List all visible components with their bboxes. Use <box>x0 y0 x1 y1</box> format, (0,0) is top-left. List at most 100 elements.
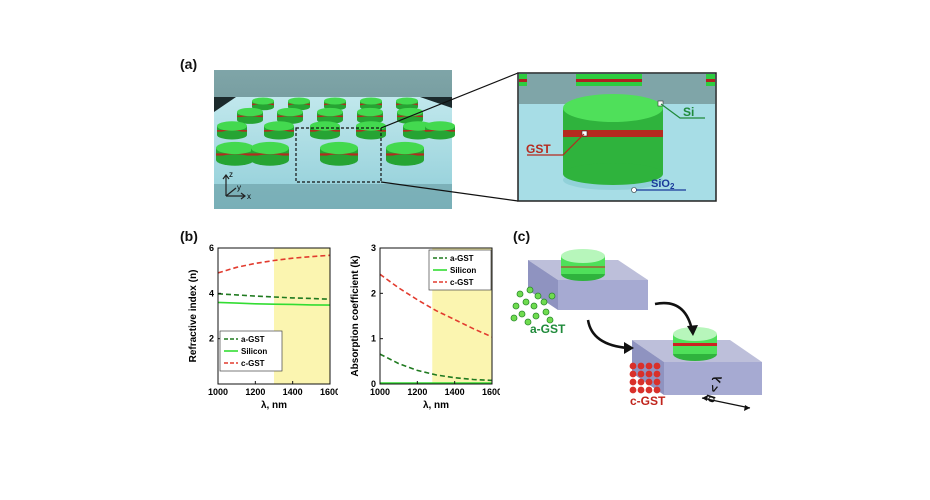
legend-label: c-GST <box>450 278 474 287</box>
axis-z-label: z <box>229 170 233 179</box>
gst-callout-line <box>527 133 585 156</box>
si-callout-line <box>660 103 705 119</box>
pillar <box>264 121 294 140</box>
atom <box>637 386 645 394</box>
inset-pillar <box>563 94 663 190</box>
plot-frame <box>217 247 331 385</box>
atom <box>637 362 645 370</box>
atom <box>629 370 637 378</box>
pillar-array <box>216 97 455 166</box>
atom <box>548 292 556 300</box>
atom <box>629 362 637 370</box>
legend-label: c-GST <box>241 359 265 368</box>
legend-label: Silicon <box>241 347 267 356</box>
atom <box>637 370 645 378</box>
sio2-label: SiO2 <box>651 178 675 191</box>
legend-label: a-GST <box>450 254 474 263</box>
x-tick-label: 1200 <box>407 387 427 397</box>
period-arrow-head-left <box>702 395 708 401</box>
series-line-c-gst <box>217 254 331 274</box>
y-tick-label: 3 <box>371 243 376 253</box>
crystalline-atoms <box>629 362 661 394</box>
atom <box>645 370 653 378</box>
pillar <box>251 141 289 166</box>
series-line-a-gst <box>217 293 331 300</box>
atom <box>530 302 538 310</box>
atom <box>645 362 653 370</box>
atom <box>524 318 532 326</box>
period-arrow <box>701 397 751 409</box>
arrow-to-crystalline <box>654 301 694 331</box>
si-label: Si <box>683 105 694 119</box>
pillar <box>216 141 254 166</box>
panel-a-label: (a) <box>180 56 198 72</box>
substrate-front <box>214 184 452 209</box>
x-tick-label: 1000 <box>208 387 228 397</box>
pillar <box>310 121 340 140</box>
y-axis-label: Absorption coefficient (k) <box>350 255 361 376</box>
amorphous-atoms <box>510 286 556 326</box>
x-tick-label: 1600 <box>320 387 338 397</box>
atom <box>542 308 550 316</box>
atom <box>522 298 530 306</box>
x-tick-label: 1200 <box>245 387 265 397</box>
sio2-marker <box>631 187 637 193</box>
y-tick-label: 1 <box>371 334 376 344</box>
x-tick-label: 1600 <box>482 387 500 397</box>
atom <box>629 378 637 386</box>
legend-label: a-GST <box>241 335 265 344</box>
atom <box>645 386 653 394</box>
atom <box>653 370 661 378</box>
pillar <box>386 141 424 166</box>
atom <box>540 298 548 306</box>
arrow-to-amorphous <box>586 319 629 350</box>
atom <box>532 312 540 320</box>
x-axis-label: λ, nm <box>261 400 287 411</box>
arrow-to-crystalline-head <box>687 325 698 336</box>
pillar <box>356 121 386 140</box>
axis-y-label: y <box>237 183 241 192</box>
atom <box>546 316 554 324</box>
substrate-edge-left <box>214 97 236 112</box>
axis-x-label: x <box>247 192 251 201</box>
legend-label: Silicon <box>450 266 476 275</box>
atom <box>518 310 526 318</box>
pillar <box>217 121 247 140</box>
atom <box>653 378 661 386</box>
y-tick-label: 0 <box>371 379 376 389</box>
atom <box>512 302 520 310</box>
substrate-edge-right <box>420 97 452 108</box>
gst-marker <box>581 130 588 137</box>
x-tick-label: 1400 <box>445 387 465 397</box>
panel-c-label: (c) <box>513 228 531 244</box>
arrow-to-amorphous-head <box>624 342 634 354</box>
zoom-selection-box <box>295 127 382 183</box>
coordinate-axes <box>222 174 246 200</box>
atom <box>510 314 518 322</box>
atom <box>653 386 661 394</box>
series-line-a-gst <box>379 353 493 382</box>
y-tick-label: 4 <box>209 288 214 298</box>
zoom-line-bottom <box>380 181 519 202</box>
period-arrow-head-right <box>744 405 750 411</box>
series-line-c-gst <box>379 273 493 338</box>
y-tick-label: 2 <box>371 288 376 298</box>
atom <box>516 290 524 298</box>
pillar <box>237 107 263 124</box>
atom <box>645 378 653 386</box>
inset-partial-pillars <box>519 74 715 86</box>
y-tick-label: 2 <box>209 334 214 344</box>
atom <box>637 378 645 386</box>
x-tick-label: 1000 <box>370 387 390 397</box>
atom <box>526 286 534 294</box>
highlight-region <box>274 248 330 384</box>
atom <box>653 362 661 370</box>
c-gst-label: c-GST <box>630 394 666 408</box>
atom <box>629 386 637 394</box>
panel-c-illustration <box>510 249 762 411</box>
pillar <box>425 121 455 140</box>
x-tick-label: 1400 <box>283 387 303 397</box>
